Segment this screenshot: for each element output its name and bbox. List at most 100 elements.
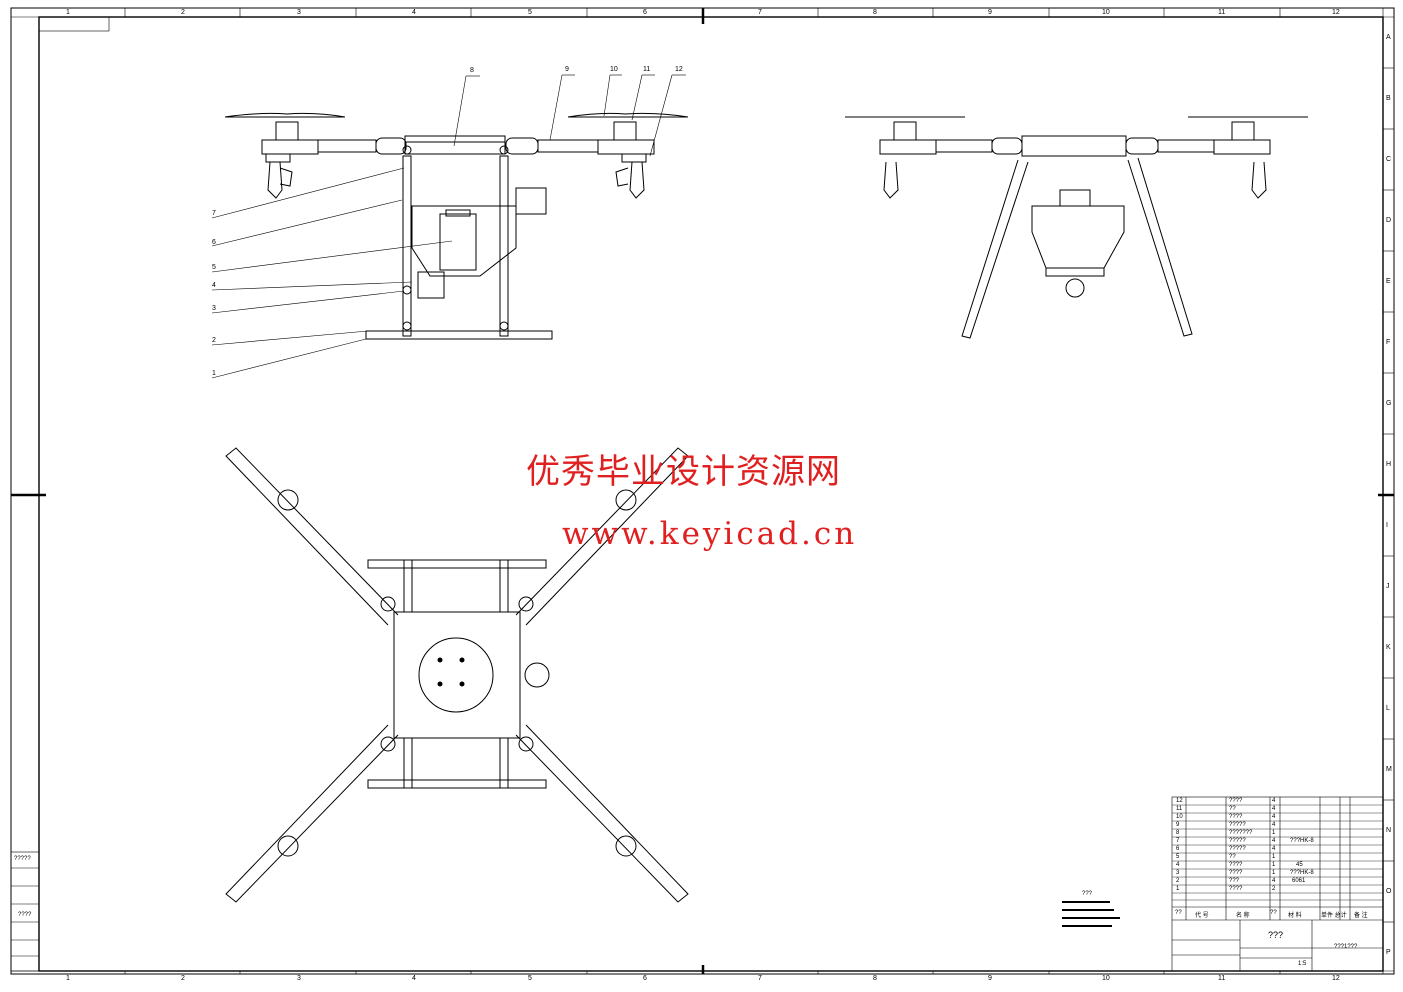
row-letter: B <box>1386 95 1391 102</box>
part-no: 12 <box>1176 798 1183 804</box>
part-qty: 4 <box>1272 838 1276 844</box>
row-letter: M <box>1386 766 1392 773</box>
col-number: 11 <box>1218 975 1226 982</box>
part-qty: 2 <box>1272 886 1276 892</box>
header-cell: ?? <box>1270 910 1277 916</box>
drawing-scale: 1:5 <box>1298 961 1307 967</box>
part-no: 8 <box>1176 830 1180 836</box>
col-number: 2 <box>181 9 185 16</box>
part-qty: 1 <box>1272 862 1276 868</box>
row-letter: J <box>1386 583 1390 590</box>
left-strip-cell: ????? <box>14 856 31 862</box>
callout-6: 6 <box>212 239 216 246</box>
part-material: ???HK-8 <box>1290 870 1314 876</box>
callout-9: 9 <box>565 66 569 73</box>
callout-11: 11 <box>643 66 651 73</box>
part-material: 6061 <box>1292 878 1306 884</box>
watermark-chinese: 优秀毕业设计资源网 <box>526 452 841 492</box>
header-cell: ?? <box>1175 910 1182 916</box>
col-number: 12 <box>1332 9 1340 16</box>
notes-heading: ??? <box>1082 891 1093 897</box>
col-number: 2 <box>181 975 185 982</box>
part-qty: 4 <box>1272 814 1276 820</box>
col-number: 1 <box>66 9 70 16</box>
callout-8: 8 <box>470 67 474 74</box>
row-letter: P <box>1386 949 1391 956</box>
part-qty: 4 <box>1272 798 1276 804</box>
part-no: 11 <box>1176 806 1183 812</box>
col-number: 6 <box>643 9 647 16</box>
part-name: ????? <box>1229 822 1246 828</box>
col-number: 5 <box>528 9 532 16</box>
row-letter: O <box>1386 888 1392 895</box>
zone-ticks <box>124 8 1281 974</box>
row-letter: A <box>1386 34 1391 41</box>
callout-1: 1 <box>212 370 216 377</box>
part-no: 9 <box>1176 822 1180 828</box>
side-view <box>845 116 1308 339</box>
row-letter: C <box>1386 156 1392 163</box>
col-number: 9 <box>988 9 992 16</box>
row-letter: G <box>1386 400 1392 407</box>
col-number: 12 <box>1332 975 1340 982</box>
part-material: 45 <box>1296 862 1303 868</box>
part-qty: 4 <box>1272 822 1276 828</box>
header-cell: 单件 总计 <box>1321 913 1347 919</box>
top-view <box>225 447 689 903</box>
col-number: 11 <box>1218 9 1226 16</box>
col-number: 3 <box>297 975 301 982</box>
part-no: 5 <box>1176 854 1180 860</box>
row-letter: N <box>1386 827 1392 834</box>
part-name: ??? <box>1229 878 1240 884</box>
callout-12: 12 <box>675 66 683 73</box>
col-number: 10 <box>1102 9 1110 16</box>
col-number: 8 <box>873 9 877 16</box>
header-cell: 名 称 <box>1236 913 1250 919</box>
col-number: 7 <box>758 975 762 982</box>
drawing-name: ??? <box>1268 930 1284 940</box>
part-name: ???? <box>1229 862 1243 868</box>
col-number: 4 <box>412 9 416 16</box>
row-letter: K <box>1386 644 1391 651</box>
part-name: ???? <box>1229 886 1243 892</box>
row-letter: H <box>1386 461 1392 468</box>
part-qty: 4 <box>1272 878 1276 884</box>
part-name: ??????? <box>1229 830 1253 836</box>
part-no: 4 <box>1176 862 1180 868</box>
part-material: ???HK-8 <box>1290 838 1314 844</box>
part-no: 3 <box>1176 870 1180 876</box>
part-qty: 4 <box>1272 846 1276 852</box>
col-number: 7 <box>758 9 762 16</box>
front-view <box>211 74 689 379</box>
col-number: 9 <box>988 975 992 982</box>
col-number: 5 <box>528 975 532 982</box>
drawing-number: ???1??? <box>1334 944 1358 950</box>
header-cell: 材 料 <box>1288 913 1302 919</box>
callout-7: 7 <box>212 210 216 217</box>
col-number: 6 <box>643 975 647 982</box>
notes-lines <box>1062 901 1120 927</box>
header-cell: 备 注 <box>1354 913 1368 919</box>
callout-5: 5 <box>212 264 216 271</box>
left-strip-cell: ???? <box>18 912 32 918</box>
part-qty: 1 <box>1272 830 1276 836</box>
part-name: ?? <box>1229 854 1236 860</box>
part-no: 2 <box>1176 878 1180 884</box>
part-no: 6 <box>1176 846 1180 852</box>
part-qty: 1 <box>1272 854 1276 860</box>
part-name: ????? <box>1229 846 1246 852</box>
watermark-url: www.keyicad.cn <box>562 516 858 552</box>
row-letter: L <box>1386 705 1390 712</box>
callout-3: 3 <box>212 305 216 312</box>
col-number: 3 <box>297 9 301 16</box>
inner-border <box>38 16 1384 972</box>
callout-2: 2 <box>212 337 216 344</box>
part-name: ?? <box>1229 806 1236 812</box>
callout-4: 4 <box>212 282 216 289</box>
part-name: ???? <box>1229 814 1243 820</box>
col-number: 1 <box>66 975 70 982</box>
row-letter: E <box>1386 278 1391 285</box>
callout-10: 10 <box>610 66 618 73</box>
part-name: ???? <box>1229 798 1243 804</box>
